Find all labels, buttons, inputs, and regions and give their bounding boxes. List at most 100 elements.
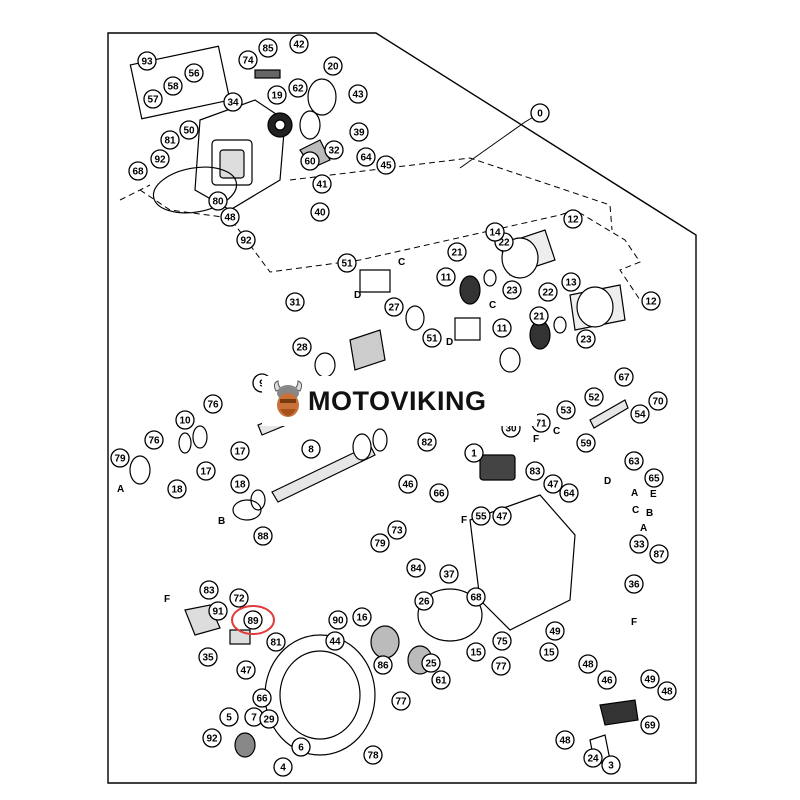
part-number: 65 (648, 474, 660, 485)
part-number: 62 (292, 84, 304, 95)
part-number: 48 (582, 660, 594, 671)
part-callout-60: 60 (300, 151, 320, 171)
part-number: 23 (506, 286, 518, 297)
part-callout-47: 47 (543, 474, 563, 494)
part-number: 51 (341, 259, 353, 270)
part-callout-32: 32 (324, 140, 344, 160)
part-number: 19 (271, 91, 283, 102)
part-callout-49: 49 (640, 669, 660, 689)
part-number: 79 (114, 454, 126, 465)
part-number: 11 (497, 324, 508, 335)
part-callout-55: 55 (471, 506, 491, 526)
part-callout-14: 14 (485, 222, 505, 242)
part-number: 58 (167, 82, 179, 93)
part-number: 21 (533, 312, 545, 323)
part-number: 22 (542, 288, 554, 299)
part-callout-64: 64 (356, 147, 376, 167)
part-callout-74: 74 (238, 50, 258, 70)
section-letter-A: A (640, 523, 647, 534)
part-callout-10: 10 (175, 410, 195, 430)
part-callout-73: 73 (387, 520, 407, 540)
part-callout-83: 83 (525, 461, 545, 481)
part-number: 43 (352, 90, 364, 101)
part-callout-92: 92 (236, 230, 256, 250)
part-callout-87: 87 (649, 544, 669, 564)
part-number: 69 (644, 721, 656, 732)
part-number: 12 (645, 297, 657, 308)
part-number: 86 (377, 661, 389, 672)
part-callout-27: 27 (384, 297, 404, 317)
part-number: 42 (293, 40, 305, 51)
part-number: 66 (433, 489, 445, 500)
part-number: 88 (257, 532, 269, 543)
part-number: 34 (227, 98, 239, 109)
part-callout-12: 12 (563, 209, 583, 229)
part-number: 92 (240, 236, 252, 247)
part-callout-47: 47 (236, 660, 256, 680)
part-callout-53: 53 (556, 400, 576, 420)
part-callout-29: 29 (259, 709, 279, 729)
part-number: 76 (148, 436, 160, 447)
part-number: 48 (224, 213, 236, 224)
part-callout-91: 91 (208, 601, 228, 621)
part-callout-50: 50 (179, 120, 199, 140)
part-callout-45: 45 (376, 155, 396, 175)
part-number: 30 (505, 424, 517, 435)
part-callout-56: 56 (184, 63, 204, 83)
part-callout-15: 15 (466, 642, 486, 662)
part-number: 91 (212, 607, 224, 618)
part-number: 0 (537, 109, 543, 120)
part-callout-64: 64 (559, 483, 579, 503)
rotating-group-drawing (314, 229, 626, 378)
part-number: 46 (601, 676, 613, 687)
part-number: 63 (628, 457, 640, 468)
section-letter-C: C (398, 257, 405, 268)
part-number: 77 (495, 662, 507, 673)
part-callout-90: 90 (328, 610, 348, 630)
part-callout-1: 1 (464, 443, 484, 463)
part-callout-21: 21 (529, 306, 549, 326)
part-callout-0: 0 (530, 103, 550, 123)
part-number: 73 (391, 526, 403, 537)
part-number: 40 (314, 208, 326, 219)
part-number: 18 (171, 485, 183, 496)
part-callout-20: 20 (323, 56, 343, 76)
part-number: 92 (206, 734, 218, 745)
part-callout-42: 42 (289, 34, 309, 54)
part-callout-5: 5 (219, 707, 239, 727)
part-callout-48: 48 (555, 730, 575, 750)
part-number: 49 (549, 627, 561, 638)
part-number: 75 (496, 637, 508, 648)
part-number: 47 (496, 512, 508, 523)
part-number: 44 (329, 637, 341, 648)
part-number: 10 (179, 416, 191, 427)
section-letter-F: F (461, 515, 467, 526)
part-callout-84: 84 (406, 558, 426, 578)
part-number: 37 (443, 570, 455, 581)
part-number: 14 (489, 228, 501, 239)
part-callout-88: 88 (253, 526, 273, 546)
part-number: 15 (543, 648, 555, 659)
part-callout-35: 35 (198, 647, 218, 667)
part-callout-51: 51 (337, 253, 357, 273)
part-number: 67 (618, 373, 630, 384)
part-number: 68 (470, 593, 482, 604)
part-number: 68 (132, 167, 144, 178)
part-number: 4 (280, 763, 286, 774)
part-number: 17 (200, 467, 212, 478)
part-number: 56 (188, 69, 200, 80)
part-callout-22: 22 (538, 282, 558, 302)
part-number: 76 (207, 400, 219, 411)
part-number: 39 (353, 128, 365, 139)
main-housing-drawing (184, 454, 639, 766)
part-callout-48: 48 (657, 681, 677, 701)
part-number: 1 (471, 449, 477, 460)
part-number: 83 (203, 586, 215, 597)
part-callout-58: 58 (163, 76, 183, 96)
part-callout-61: 61 (431, 670, 451, 690)
part-number: 3 (608, 761, 614, 772)
part-callout-81: 81 (160, 130, 180, 150)
part-number: 93 (141, 57, 153, 68)
part-callout-69: 69 (640, 715, 660, 735)
